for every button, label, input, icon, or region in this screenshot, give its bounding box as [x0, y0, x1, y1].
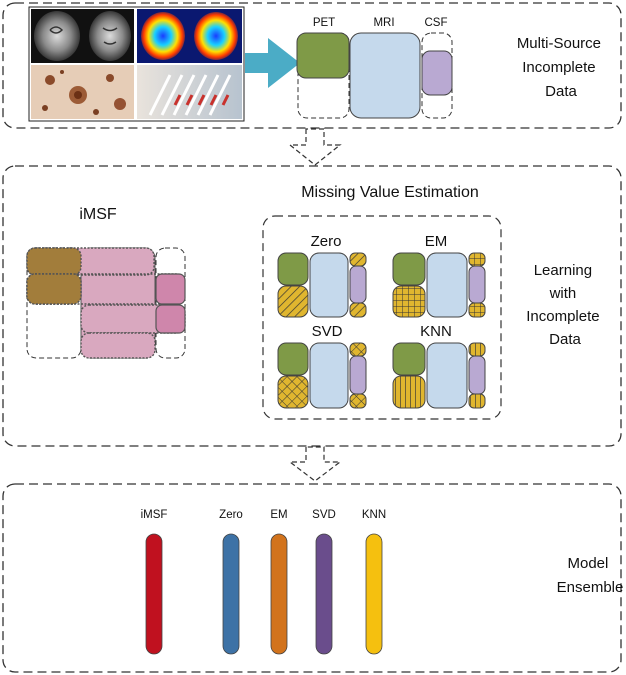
model-label-imsf: iMSF — [141, 509, 168, 521]
source-label-csf: CSF — [425, 17, 448, 29]
model-label-knn: KNN — [362, 509, 386, 521]
estimator-em — [392, 252, 486, 318]
top-panel: PET MRI CSF Multi-Source Incomplete Data — [2, 2, 622, 129]
model-bar-zero — [222, 533, 240, 655]
source-label-mri: MRI — [373, 17, 394, 29]
estimator-svd — [277, 342, 367, 409]
model-label-svd: SVD — [312, 509, 336, 521]
estimator-label-knn: KNN — [420, 323, 452, 340]
model-bar-imsf — [145, 533, 163, 655]
pet-scan-image — [137, 9, 242, 63]
middle-panel-title: Missing Value Estimation — [301, 184, 479, 201]
histology-image — [31, 65, 134, 119]
imsf-blocks — [26, 247, 186, 359]
estimator-zero — [277, 252, 367, 318]
model-label-em: EM — [270, 509, 287, 521]
estimator-label-svd: SVD — [312, 323, 343, 340]
down-arrow-2 — [288, 446, 342, 482]
model-label-zero: Zero — [219, 509, 243, 521]
estimator-label-zero: Zero — [311, 233, 342, 250]
top-panel-label: Multi-Source Incomplete Data — [517, 35, 605, 100]
estimator-knn — [392, 342, 486, 409]
pet-block — [296, 32, 350, 79]
estimator-label-em: EM — [425, 233, 448, 250]
model-bars: iMSF Zero EM SVD KNN — [141, 509, 386, 655]
model-bar-svd — [315, 533, 333, 655]
csf-block — [421, 50, 453, 96]
down-arrow-1 — [288, 128, 342, 166]
data-images — [28, 6, 245, 122]
bottom-panel: iMSF Zero EM SVD KNN Model Ensemble — [2, 483, 624, 673]
middle-panel-label: Learning with Incomplete Data — [526, 262, 604, 348]
mri-scan-image — [31, 9, 134, 63]
model-bar-knn — [365, 533, 383, 655]
imsf-title: iMSF — [79, 206, 117, 223]
csf-tubes-image — [137, 65, 242, 119]
model-bar-em — [270, 533, 288, 655]
mri-block — [349, 32, 421, 119]
bottom-panel-label: Model Ensemble — [557, 555, 624, 596]
big-right-arrow — [245, 38, 300, 88]
middle-panel: Missing Value Estimation iMSF Zero EM SV… — [2, 165, 622, 447]
source-blocks — [296, 32, 453, 119]
source-label-pet: PET — [313, 17, 335, 29]
